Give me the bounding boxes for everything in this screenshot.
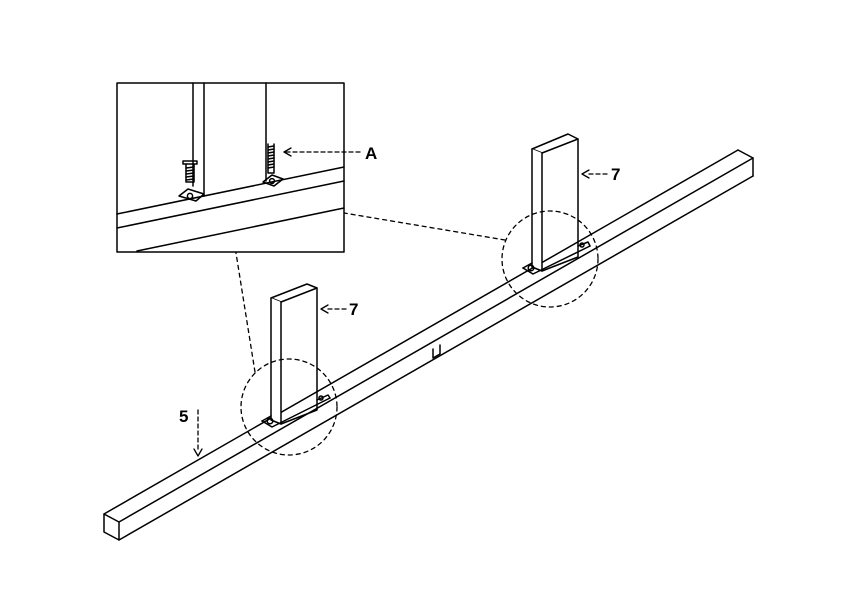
beam-part-5	[103, 149, 754, 541]
post-right-part-7	[522, 133, 591, 275]
inset-detail-view	[116, 82, 345, 253]
post-left-part-7	[261, 283, 331, 428]
detail-circles	[235, 210, 599, 456]
screw-a	[267, 143, 275, 174]
callout-label-a: A	[365, 144, 377, 163]
detail-circle-right	[501, 210, 599, 308]
callout-label-7-right: 7	[611, 165, 620, 184]
inset-leader-left	[235, 252, 256, 373]
inset-leader-right	[343, 212, 506, 241]
detail-circle-left	[240, 358, 338, 456]
screw-left	[182, 160, 198, 183]
callout-leaders	[193, 147, 608, 457]
callout-label-5: 5	[179, 407, 188, 426]
callout-label-7-left: 7	[349, 300, 358, 319]
